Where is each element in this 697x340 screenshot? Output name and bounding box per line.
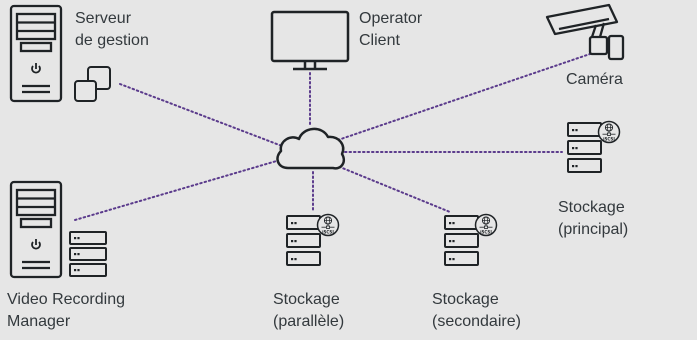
connection-management-server: [119, 83, 283, 147]
storage-secondary-icon: iSCSI: [444, 213, 498, 266]
operator-client-label: Operator Client: [359, 8, 422, 52]
camera-label: Caméra: [566, 69, 623, 91]
secondary-storage-label-line2: (secondaire): [432, 313, 521, 330]
primary-storage-label-line1: Stockage: [558, 199, 625, 216]
camera-icon: [545, 3, 625, 61]
svg-text:iSCSI: iSCSI: [322, 230, 334, 235]
operator-client-label-line2: Client: [359, 32, 400, 49]
connections: [74, 53, 591, 221]
svg-text:iSCSI: iSCSI: [480, 230, 492, 235]
secondary-storage-label: Stockage (secondaire): [432, 289, 521, 333]
vrm-label-line1: Video Recording: [7, 291, 126, 308]
server-tower-icon: [9, 4, 63, 103]
monitor-icon: [270, 10, 350, 71]
storage-parallel-icon: iSCSI: [286, 213, 340, 266]
management-server-label: Serveur de gestion: [75, 8, 149, 52]
camera-label-line1: Caméra: [566, 71, 623, 88]
connection-vrm: [74, 159, 281, 221]
vrm-tower-icon: [9, 180, 63, 279]
parallel-storage-label-line1: Stockage: [273, 291, 340, 308]
link-icon: [74, 66, 111, 102]
secondary-storage-label-line1: Stockage: [432, 291, 499, 308]
management-server-label-line1: Serveur: [75, 10, 132, 27]
connection-camera: [337, 53, 591, 141]
parallel-storage-label: Stockage (parallèle): [273, 289, 344, 333]
parallel-storage-label-line2: (parallèle): [273, 313, 345, 330]
primary-storage-label-line2: (principal): [558, 221, 629, 238]
vrm-storage-icon: [69, 231, 107, 277]
vrm-label-line2: Manager: [7, 313, 71, 330]
primary-storage-label: Stockage (principal): [558, 197, 628, 241]
svg-text:iSCSI: iSCSI: [603, 137, 615, 142]
storage-primary-icon: iSCSI: [567, 120, 621, 173]
vrm-label: Video Recording Manager: [7, 289, 125, 333]
operator-client-label-line1: Operator: [359, 10, 423, 27]
connection-secondary-storage: [334, 164, 451, 213]
cloud-icon: [276, 127, 346, 170]
management-server-label-line2: de gestion: [75, 32, 149, 49]
